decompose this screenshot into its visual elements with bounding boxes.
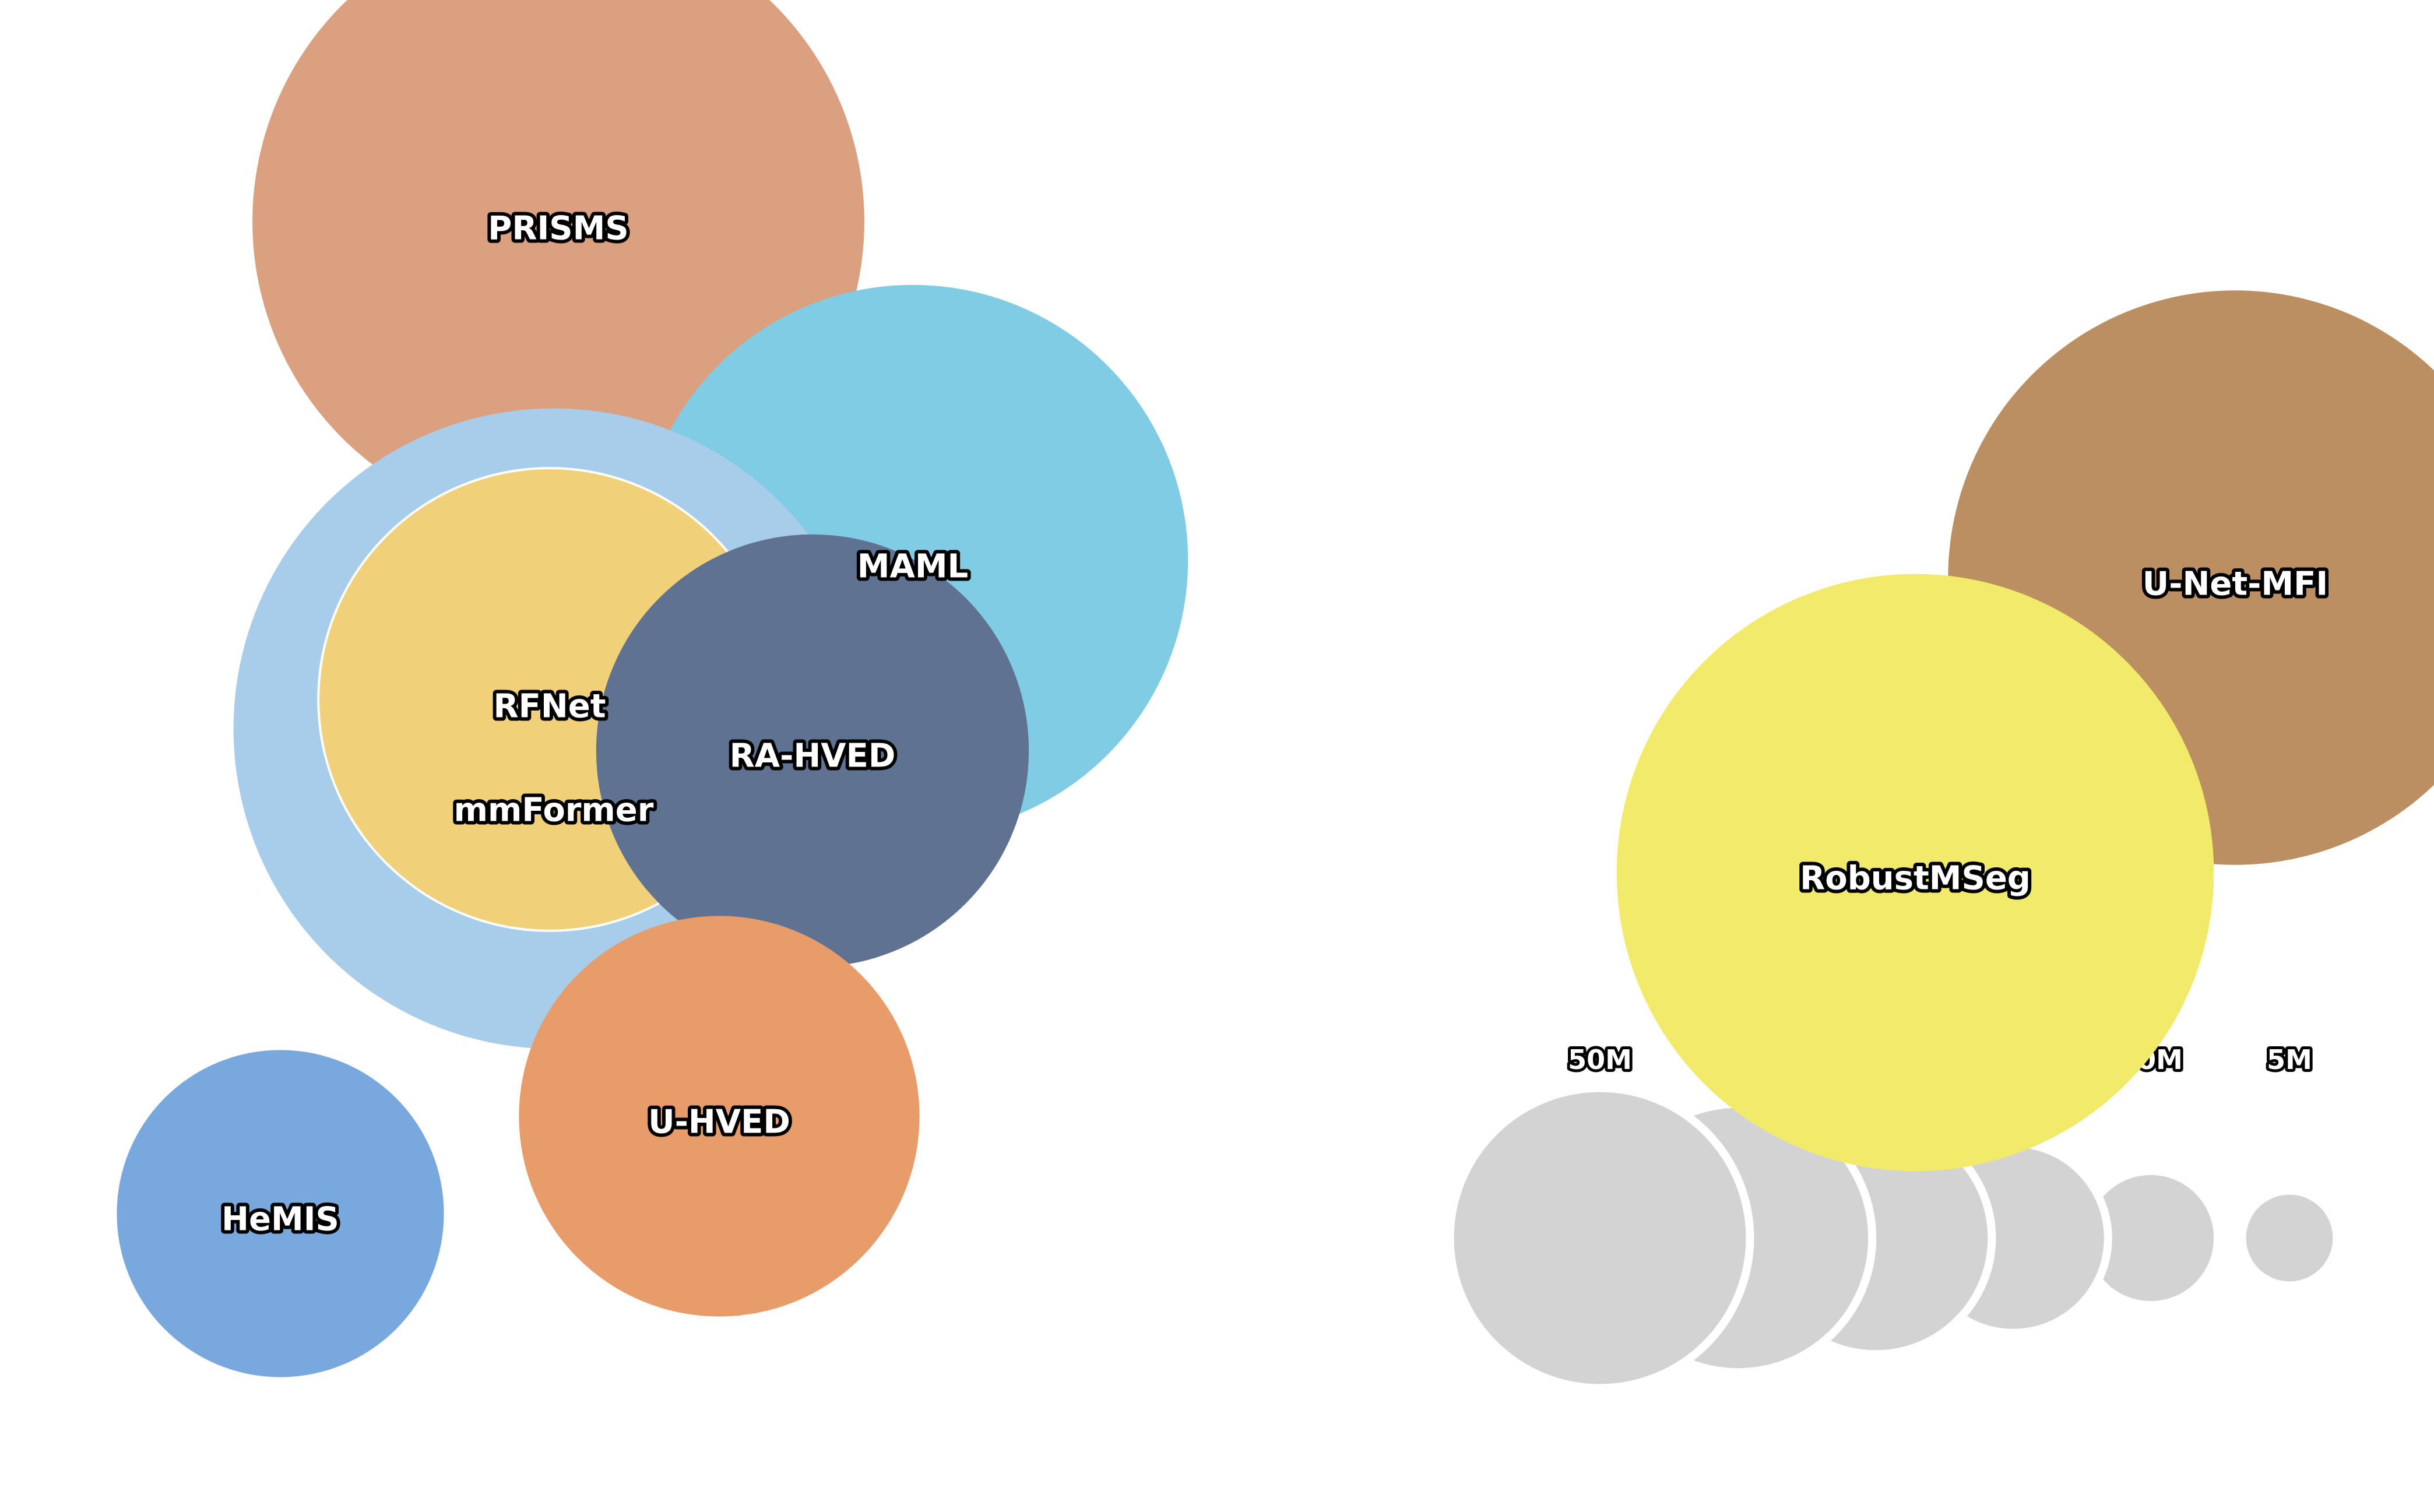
bubble-ra-hved [596, 534, 1029, 968]
bubble-label-u-hved: U-HVED [648, 1103, 790, 1141]
bubble-label-rfnet: RFNet [494, 688, 606, 726]
bubble-u-hved [519, 916, 920, 1317]
size-legend: 50M40M30M20M10M5M [1445, 1041, 2341, 1393]
bubble-label-prisms: PRISMS [488, 210, 628, 248]
bubble-label-hemis: HeMIS [221, 1201, 339, 1239]
bubble-label-u-net-mfi: U-Net-MFI [2143, 565, 2328, 603]
bubble-label-robustmseg: RobustMSeg [1800, 860, 2031, 898]
legend-circle-50m [1445, 1084, 1754, 1393]
bubble-label-ra-hved: RA-HVED [730, 737, 896, 775]
legend-label-5m: 5M [2267, 1044, 2312, 1075]
bubble-label-maml: MAML [857, 548, 968, 586]
bubble-label-mmformer: mmFormer [454, 792, 654, 829]
bubbles [117, 0, 2434, 1377]
bubble-hemis [117, 1050, 444, 1377]
legend-label-50m: 50M [1568, 1044, 1632, 1075]
bubble-robustmseg [1616, 574, 2214, 1172]
legend-circle-5m [2238, 1186, 2341, 1290]
